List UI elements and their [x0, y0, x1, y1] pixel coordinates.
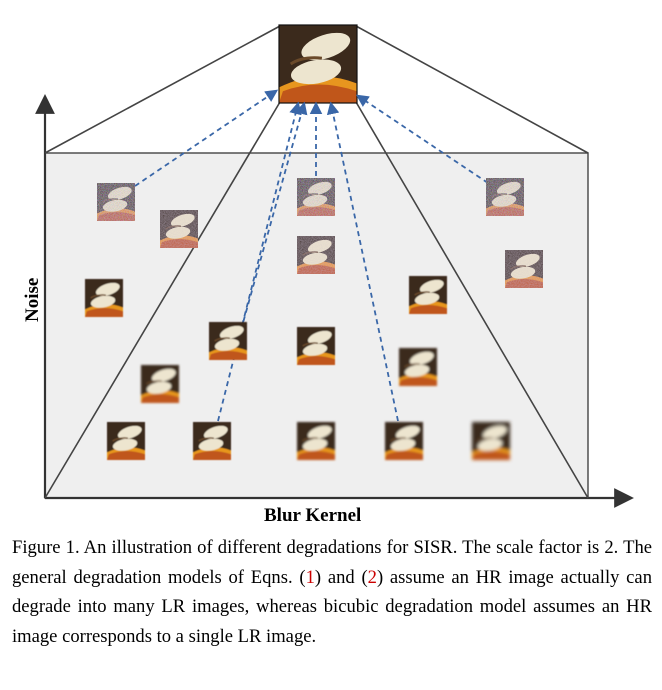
lr-patch [297, 422, 335, 460]
y-axis-label: Noise [22, 277, 43, 322]
lr-patch [297, 178, 335, 216]
lr-patch [297, 327, 335, 365]
arrow-from-top-right [355, 94, 489, 184]
lr-patch [297, 236, 335, 274]
hr-image-patch [278, 24, 358, 104]
lr-patch [409, 276, 447, 314]
caption-text: Figure 1. An illustration of different d… [12, 537, 652, 588]
lr-patch [141, 365, 179, 403]
lr-patch [85, 279, 123, 317]
x-axis-label: Blur Kernel [264, 505, 362, 526]
equation-ref-link[interactable]: 2 [367, 566, 377, 588]
lr-patch [97, 183, 135, 221]
degradation-figure [35, 24, 634, 508]
lr-patch [399, 348, 437, 386]
lr-patch [160, 210, 198, 248]
arrow-from-top-left [134, 89, 279, 187]
arrow-from-bottom-right [326, 101, 399, 422]
degradation-arrows [134, 89, 489, 422]
arrow-from-bottom-left [217, 101, 302, 422]
lr-patch [505, 250, 543, 288]
lr-patch [209, 322, 247, 360]
caption-text: ) and ( [314, 566, 368, 588]
lr-patch [486, 178, 524, 216]
equation-ref-link[interactable]: 1 [305, 566, 315, 588]
arrow-from-mid-left [240, 101, 308, 331]
axes [35, 94, 634, 508]
projection-lines [44, 25, 589, 499]
lr-patch [385, 422, 423, 460]
lr-patch [193, 422, 231, 460]
lr-patch [472, 422, 510, 460]
figure-caption: Figure 1. An illustration of different d… [12, 533, 652, 651]
caption-text: ) assume an HR image actually can degrad… [12, 566, 652, 647]
lr-patch [107, 422, 145, 460]
